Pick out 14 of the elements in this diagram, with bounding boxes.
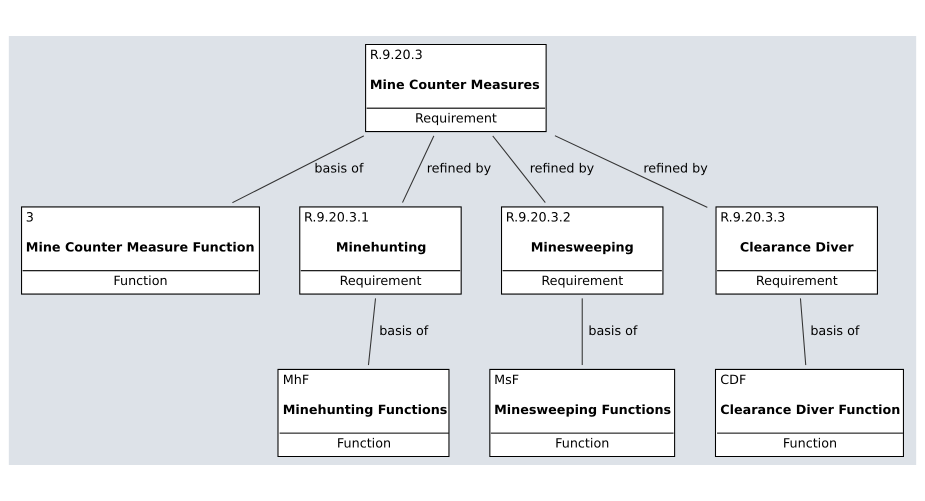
edge-label: basis of [314,162,364,177]
edge-label: basis of [588,324,638,340]
connector [492,136,546,203]
edge-label: basis of [379,324,428,340]
connector [800,298,806,366]
connector [582,298,583,366]
edge-label: basis of [810,324,860,340]
edge-label: refined by [643,162,708,177]
connector [232,135,364,204]
edge-label: refined by [426,162,492,177]
edge-label: refined by [530,162,594,177]
connector [368,298,376,366]
connector [554,135,708,208]
connector [402,136,434,203]
